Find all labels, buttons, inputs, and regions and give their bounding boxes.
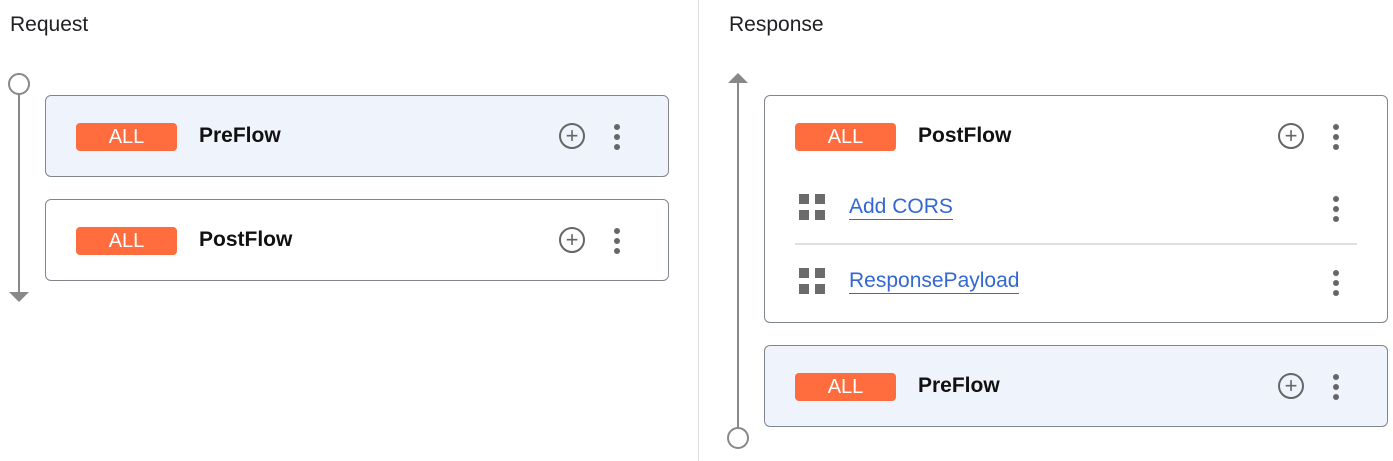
add-step-icon[interactable]: + [559,227,585,253]
arrow-up-icon [728,73,748,83]
more-vert-icon[interactable] [613,124,621,150]
flow-end-circle [727,427,749,449]
policy-icon [799,268,825,294]
method-badge: ALL [795,373,896,401]
arrow-down-icon [9,292,29,302]
add-step-icon[interactable]: + [1278,123,1304,149]
more-vert-icon[interactable] [1332,270,1340,296]
more-vert-icon[interactable] [1332,374,1340,400]
add-step-icon[interactable]: + [559,123,585,149]
method-badge: ALL [76,227,177,255]
response-postflow-card[interactable]: ALL PostFlow + Add CORS ResponsePayload [764,95,1388,323]
method-badge: ALL [795,123,896,151]
more-vert-icon[interactable] [613,228,621,254]
panel-divider [698,0,699,461]
response-title: Response [729,13,824,36]
response-preflow-card[interactable]: ALL PreFlow + [764,345,1388,427]
more-vert-icon[interactable] [1332,196,1340,222]
flow-start-circle [8,73,30,95]
flow-name: PreFlow [918,374,1000,397]
request-postflow-card[interactable]: ALL PostFlow + [45,199,669,281]
policy-icon [799,194,825,220]
timeline-line [737,82,739,428]
add-step-icon[interactable]: + [1278,373,1304,399]
request-preflow-card[interactable]: ALL PreFlow + [45,95,669,177]
step-link-add-cors[interactable]: Add CORS [849,195,953,220]
method-badge: ALL [76,123,177,151]
flow-name: PostFlow [918,124,1012,147]
step-link-response-payload[interactable]: ResponsePayload [849,269,1020,294]
request-title: Request [10,13,89,36]
step-divider [795,243,1357,245]
more-vert-icon[interactable] [1332,124,1340,150]
timeline-line [18,93,20,293]
flow-name: PostFlow [199,228,293,251]
flow-name: PreFlow [199,124,281,147]
